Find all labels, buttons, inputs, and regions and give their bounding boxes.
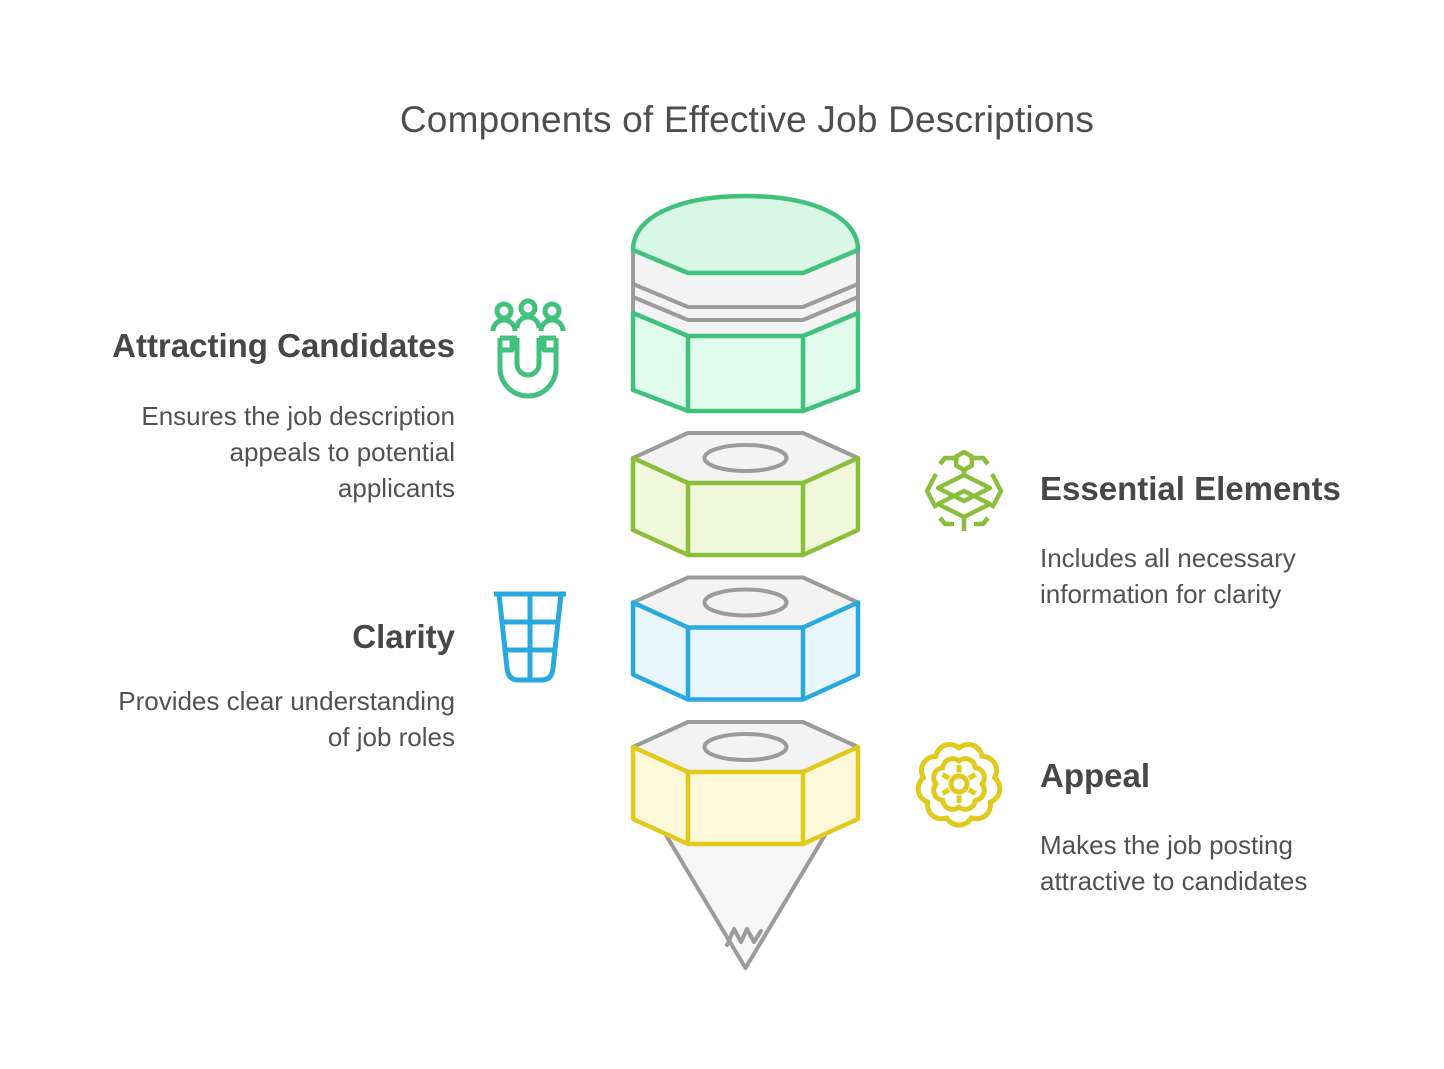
pencil-funnel-graphic: [630, 193, 861, 970]
page-title: Components of Effective Job Descriptions: [399, 99, 1095, 140]
hex-segment-blue: [630, 575, 861, 702]
basket-grid-icon: [494, 591, 566, 683]
hex-segment-olive: [630, 431, 861, 558]
section-description: Includes all necessary information for c…: [1040, 543, 1296, 609]
layers-hexagon-icon: [924, 449, 1004, 531]
section-heading: Appeal: [1040, 757, 1151, 794]
hex-segment-yellow: [630, 720, 861, 847]
section-heading: Clarity: [352, 618, 455, 655]
magnet-people-icon: [490, 298, 566, 399]
section-description: Provides clear understanding of job role…: [118, 686, 455, 752]
section-description: Makes the job posting attractive to cand…: [1040, 830, 1308, 896]
section-heading: Attracting Candidates: [112, 327, 455, 364]
pencil-eraser-cap: [630, 193, 861, 414]
section-description: Ensures the job description appeals to p…: [141, 401, 455, 503]
flower-rosette-icon: [915, 742, 1003, 828]
section-heading: Essential Elements: [1040, 470, 1341, 507]
